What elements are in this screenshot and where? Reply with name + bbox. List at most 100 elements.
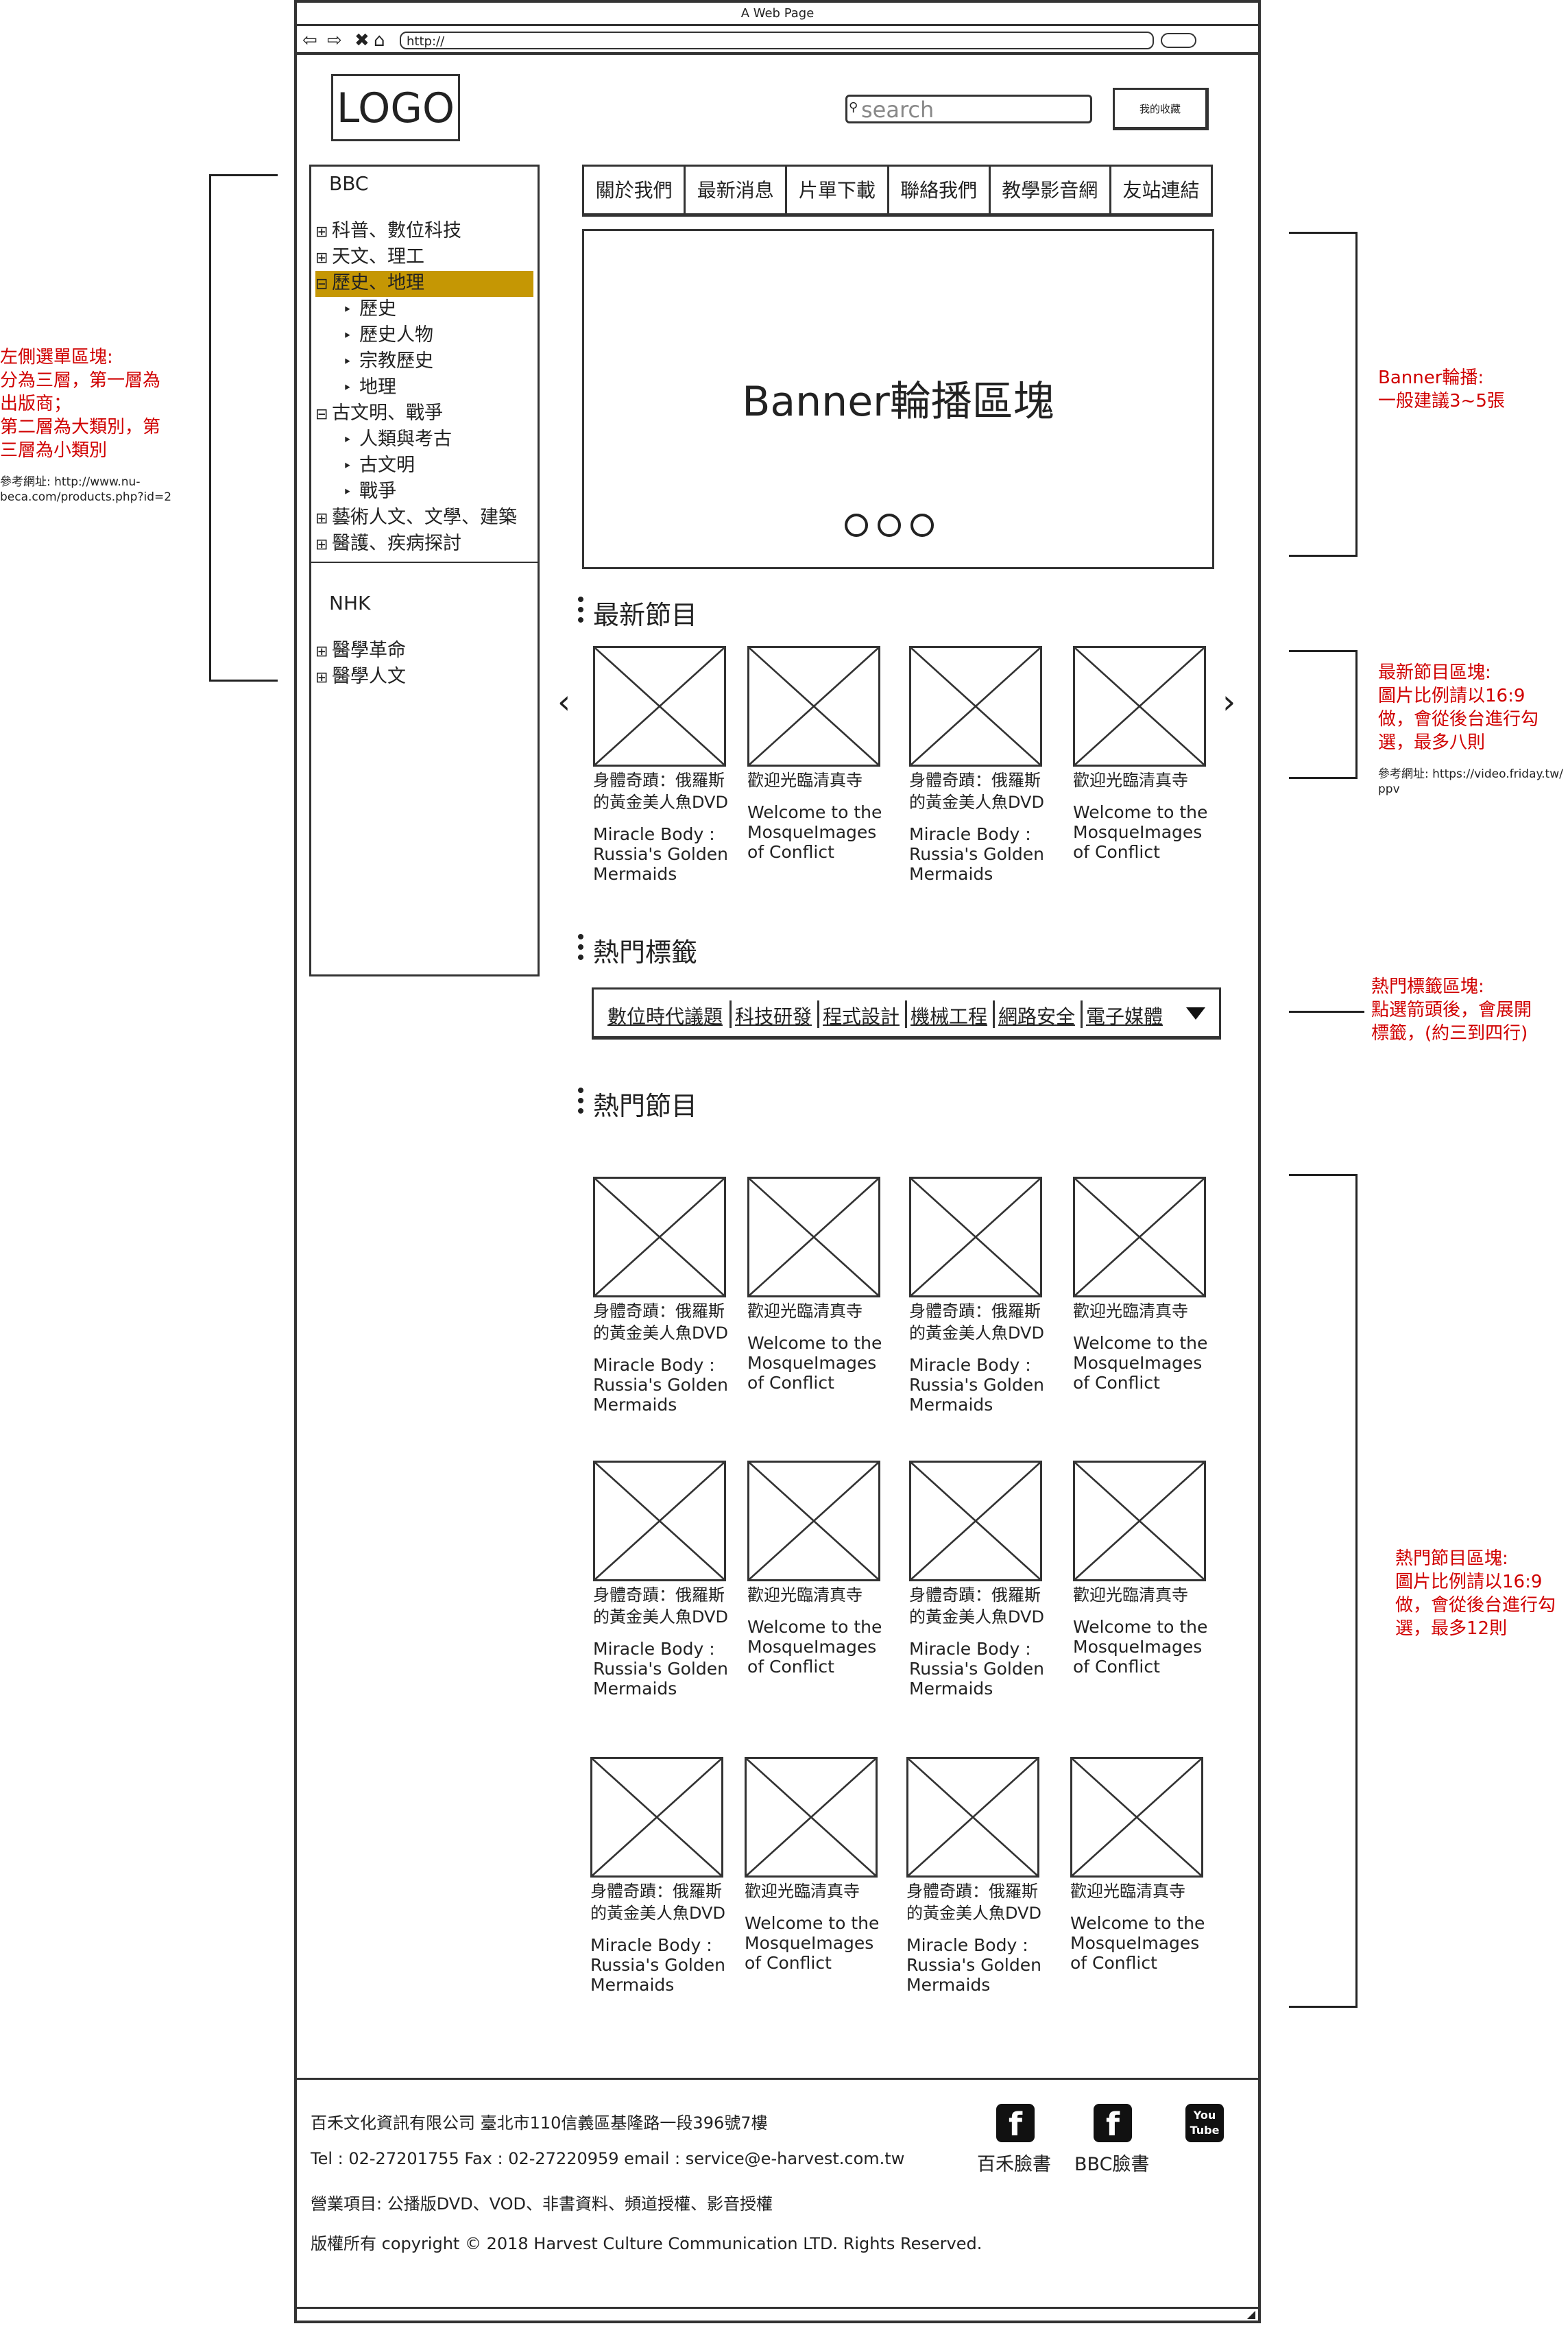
program-title-en[interactable]: Miracle Body : Russia's Golden Mermaids: [906, 1935, 1041, 1995]
program-card[interactable]: 歡迎光臨清真寺 Welcome to the MosqueImages of Co…: [1073, 646, 1218, 862]
prev-arrow-icon[interactable]: ‹: [557, 683, 571, 721]
nav-tab[interactable]: 教學影音網: [991, 167, 1111, 213]
program-thumbnail[interactable]: [593, 646, 726, 767]
nav-tab[interactable]: 關於我們: [584, 167, 686, 213]
nav-tab[interactable]: 聯絡我們: [889, 167, 991, 213]
carousel-dot[interactable]: [878, 514, 901, 537]
program-title-en[interactable]: Miracle Body : Russia's Golden Mermaids: [909, 824, 1044, 884]
sidebar-item[interactable]: ‣宗教歷史: [315, 349, 533, 375]
sidebar-item[interactable]: ‣古文明: [315, 453, 533, 479]
program-title-en[interactable]: Welcome to the MosqueImages of Conflict: [1073, 1617, 1208, 1677]
program-title-en[interactable]: Welcome to the MosqueImages of Conflict: [1073, 1333, 1208, 1393]
program-card[interactable]: 身體奇蹟：俄羅斯的黃金美人魚DVD Miracle Body : Russia's…: [593, 646, 738, 884]
program-card[interactable]: 身體奇蹟：俄羅斯的黃金美人魚DVD Miracle Body : Russia's…: [906, 1757, 1052, 1995]
program-thumbnail[interactable]: [909, 1461, 1042, 1581]
program-title-zh[interactable]: 身體奇蹟：俄羅斯的黃金美人魚DVD: [593, 1585, 728, 1627]
youtube-icon[interactable]: You Tube: [1185, 2104, 1224, 2142]
program-title-en[interactable]: Miracle Body : Russia's Golden Mermaids: [909, 1355, 1044, 1415]
program-card[interactable]: 身體奇蹟：俄羅斯的黃金美人魚DVD Miracle Body : Russia's…: [909, 646, 1054, 884]
program-title-zh[interactable]: 身體奇蹟：俄羅斯的黃金美人魚DVD: [909, 1302, 1044, 1343]
program-title-zh[interactable]: 歡迎光臨清真寺: [747, 771, 863, 790]
program-card[interactable]: 歡迎光臨清真寺 Welcome to the MosqueImages of Co…: [747, 1177, 893, 1393]
program-thumbnail[interactable]: [593, 1177, 726, 1297]
program-card[interactable]: 歡迎光臨清真寺 Welcome to the MosqueImages of Co…: [747, 1461, 893, 1677]
sidebar-item[interactable]: ‣戰爭: [315, 479, 533, 505]
program-thumbnail[interactable]: [747, 646, 880, 767]
program-card[interactable]: 身體奇蹟：俄羅斯的黃金美人魚DVD Miracle Body : Russia's…: [593, 1461, 738, 1699]
resize-handle-icon[interactable]: ◢: [1246, 2307, 1255, 2321]
program-card[interactable]: 歡迎光臨清真寺 Welcome to the MosqueImages of Co…: [1073, 1461, 1218, 1677]
program-title-en[interactable]: Welcome to the MosqueImages of Conflict: [1073, 802, 1208, 862]
sidebar-item[interactable]: ⊞醫學革命: [315, 638, 533, 664]
sidebar-item[interactable]: ⊞醫護、疾病探討: [315, 531, 533, 557]
program-title-en[interactable]: Miracle Body : Russia's Golden Mermaids: [593, 1355, 728, 1415]
tag-link[interactable]: 電子媒體: [1086, 1005, 1163, 1028]
program-title-zh[interactable]: 身體奇蹟：俄羅斯的黃金美人魚DVD: [593, 771, 728, 812]
tag-link[interactable]: 科技研發: [735, 1005, 812, 1028]
sidebar-item[interactable]: ⊟歷史、地理: [315, 271, 533, 297]
program-thumbnail[interactable]: [747, 1461, 880, 1581]
program-card[interactable]: 歡迎光臨清真寺 Welcome to the MosqueImages of Co…: [1070, 1757, 1216, 1973]
program-title-zh[interactable]: 身體奇蹟：俄羅斯的黃金美人魚DVD: [590, 1882, 725, 1923]
program-thumbnail[interactable]: [1073, 1177, 1206, 1297]
program-thumbnail[interactable]: [909, 646, 1042, 767]
sidebar-item[interactable]: ⊟古文明、戰爭: [315, 401, 533, 427]
facebook-icon[interactable]: f: [996, 2104, 1035, 2143]
program-thumbnail[interactable]: [906, 1757, 1039, 1878]
sidebar-item[interactable]: ⊞醫學人文: [315, 664, 533, 691]
program-title-zh[interactable]: 歡迎光臨清真寺: [747, 1302, 863, 1321]
program-title-zh[interactable]: 身體奇蹟：俄羅斯的黃金美人魚DVD: [593, 1302, 728, 1343]
program-thumbnail[interactable]: [909, 1177, 1042, 1297]
expand-arrow-icon[interactable]: [1186, 1007, 1205, 1020]
program-thumbnail[interactable]: [747, 1177, 880, 1297]
program-thumbnail[interactable]: [593, 1461, 726, 1581]
banner-carousel[interactable]: Banner輪播區塊: [582, 229, 1214, 569]
favorites-button[interactable]: 我的收藏: [1113, 88, 1209, 130]
program-title-zh[interactable]: 身體奇蹟：俄羅斯的黃金美人魚DVD: [906, 1882, 1041, 1923]
program-card[interactable]: 身體奇蹟：俄羅斯的黃金美人魚DVD Miracle Body : Russia's…: [593, 1177, 738, 1415]
program-title-zh[interactable]: 身體奇蹟：俄羅斯的黃金美人魚DVD: [909, 1585, 1044, 1627]
close-icon[interactable]: ✖: [354, 30, 370, 51]
next-arrow-icon[interactable]: ›: [1222, 683, 1236, 721]
tag-link[interactable]: 機械工程: [910, 1005, 988, 1028]
program-title-en[interactable]: Welcome to the MosqueImages of Conflict: [747, 1333, 882, 1393]
nav-tab[interactable]: 片單下載: [787, 167, 889, 213]
tag-link[interactable]: 程式設計: [823, 1005, 900, 1028]
logo[interactable]: LOGO: [331, 74, 460, 141]
program-title-en[interactable]: Miracle Body : Russia's Golden Mermaids: [590, 1935, 725, 1995]
forward-arrow-icon[interactable]: ⇨: [327, 30, 342, 51]
program-title-zh[interactable]: 歡迎光臨清真寺: [1073, 771, 1188, 790]
social-label[interactable]: 百禾臉書: [977, 2154, 1051, 2175]
back-arrow-icon[interactable]: ⇦: [302, 30, 317, 51]
program-title-en[interactable]: Welcome to the MosqueImages of Conflict: [747, 1617, 882, 1677]
search-toggle[interactable]: [1161, 33, 1196, 48]
sidebar-item[interactable]: ‣人類與考古: [315, 427, 533, 453]
program-title-zh[interactable]: 歡迎光臨清真寺: [1070, 1882, 1185, 1901]
program-thumbnail[interactable]: [590, 1757, 723, 1878]
sidebar-item[interactable]: ‣歷史: [315, 297, 533, 323]
program-title-zh[interactable]: 歡迎光臨清真寺: [745, 1882, 860, 1901]
program-thumbnail[interactable]: [745, 1757, 878, 1878]
social-label[interactable]: BBC臉書: [1074, 2154, 1150, 2175]
sidebar-item[interactable]: ⊞藝術人文、文學、建築: [315, 505, 533, 531]
program-thumbnail[interactable]: [1070, 1757, 1203, 1878]
sidebar-item[interactable]: ‣地理: [315, 375, 533, 401]
search-input[interactable]: search: [845, 95, 1092, 123]
nav-tab[interactable]: 友站連結: [1122, 179, 1200, 202]
tag-link[interactable]: 數位時代議題: [607, 1005, 723, 1028]
program-thumbnail[interactable]: [1073, 1461, 1206, 1581]
url-input[interactable]: http://: [400, 32, 1154, 49]
program-title-zh[interactable]: 歡迎光臨清真寺: [1073, 1585, 1188, 1605]
carousel-dot[interactable]: [910, 514, 934, 537]
program-card[interactable]: 身體奇蹟：俄羅斯的黃金美人魚DVD Miracle Body : Russia's…: [590, 1757, 736, 1995]
sidebar-item[interactable]: ⊞科普、數位科技: [315, 219, 533, 245]
program-title-en[interactable]: Welcome to the MosqueImages of Conflict: [1070, 1913, 1205, 1973]
program-title-zh[interactable]: 歡迎光臨清真寺: [747, 1585, 863, 1605]
program-thumbnail[interactable]: [1073, 646, 1206, 767]
program-title-en[interactable]: Miracle Body : Russia's Golden Mermaids: [593, 824, 728, 884]
sidebar-item[interactable]: ⊞天文、理工: [315, 245, 533, 271]
program-title-en[interactable]: Miracle Body : Russia's Golden Mermaids: [593, 1639, 728, 1699]
program-title-zh[interactable]: 身體奇蹟：俄羅斯的黃金美人魚DVD: [909, 771, 1044, 812]
